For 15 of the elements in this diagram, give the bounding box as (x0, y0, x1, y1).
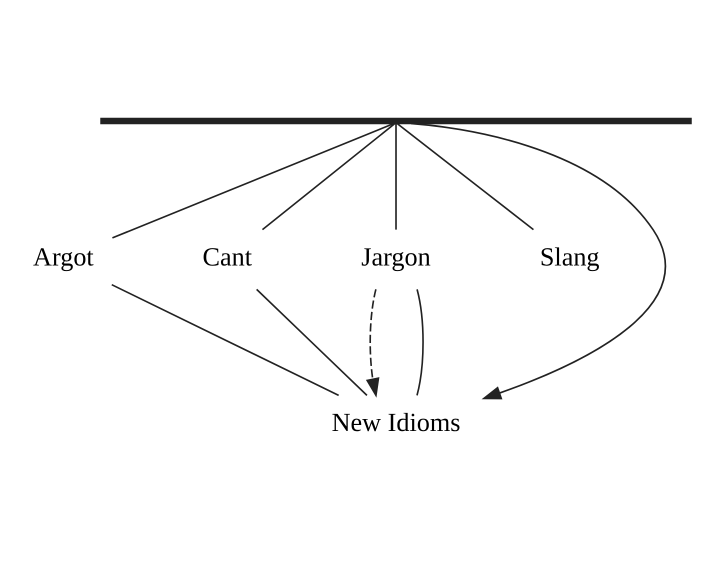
node-text: Cant (202, 242, 252, 272)
arrow (411, 122, 666, 399)
node-bar (100, 117, 692, 124)
connector (111, 283, 339, 396)
connector (396, 122, 534, 230)
connector (112, 122, 394, 238)
connector (416, 288, 424, 396)
arrow (366, 288, 380, 398)
node-text: Jargon (361, 242, 431, 272)
connector (262, 122, 396, 230)
node-text: Slang (540, 242, 600, 272)
node-text: New Idioms (332, 408, 460, 437)
connector (395, 123, 397, 230)
connector (256, 288, 368, 396)
node-text: Argot (33, 242, 94, 272)
